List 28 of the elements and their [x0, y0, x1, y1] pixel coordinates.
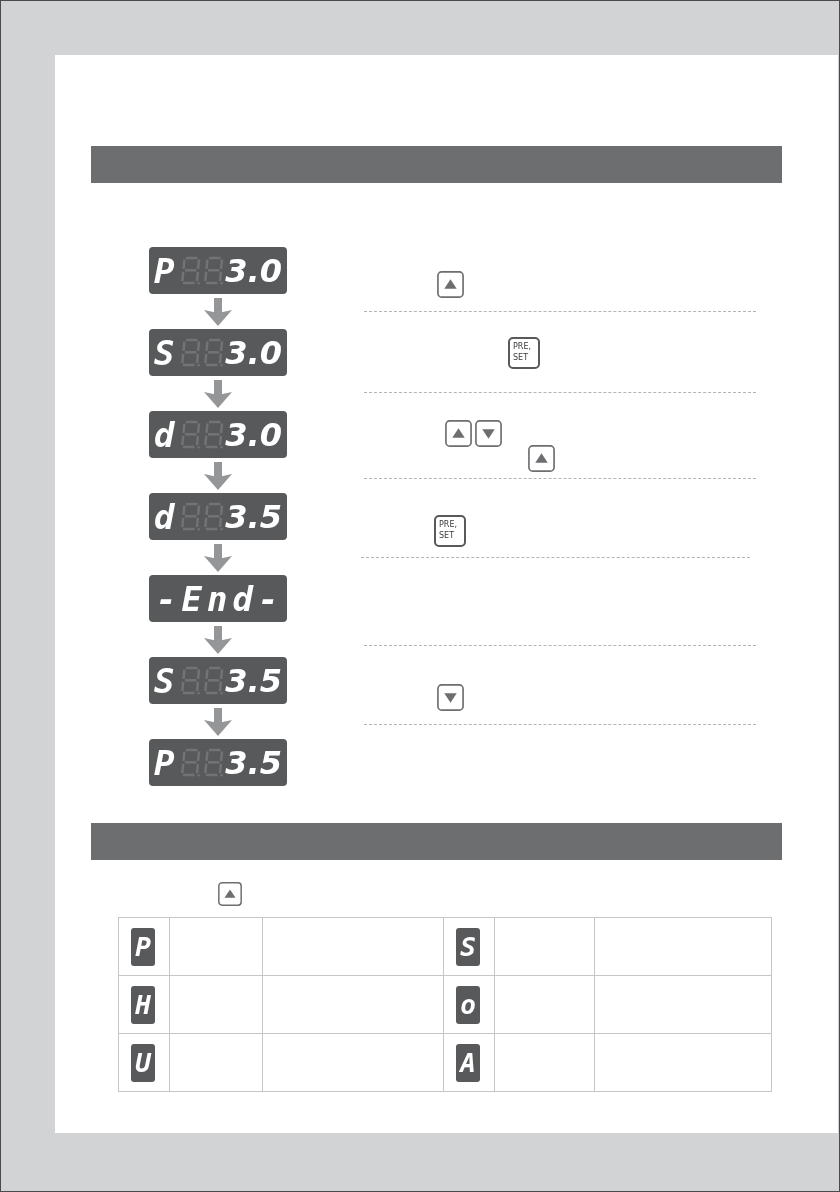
display-reading: 3.5: [225, 664, 283, 697]
seven-segment-display: [149, 739, 287, 786]
display-reading: -End-: [156, 581, 285, 616]
seven-segment-display: [149, 493, 287, 540]
seven-segment-display: [149, 411, 287, 458]
digit-display: U: [131, 1043, 155, 1082]
preset-key: PRE, SET: [508, 337, 540, 369]
display-reading: S: [154, 663, 176, 698]
digit-display: S: [456, 927, 480, 966]
seven-segment-display: [149, 247, 287, 294]
seven-segment-display: [149, 329, 287, 376]
preset-key: PRE, SET: [434, 515, 466, 547]
display-reading: 3.0: [225, 418, 283, 451]
display-reading: 3.5: [225, 746, 283, 779]
seven-segment-display: [149, 657, 287, 704]
digit-display: P: [131, 927, 155, 966]
display-reading: P: [154, 253, 176, 288]
display-reading: S: [154, 335, 176, 370]
digit-display: o: [456, 985, 480, 1024]
display-reading: P: [154, 745, 176, 780]
display-reading: 3.5: [225, 500, 283, 533]
seven-segment-display: [149, 575, 287, 622]
display-reading: 3.0: [225, 254, 283, 287]
digit-display: H: [131, 985, 155, 1024]
display-reading: d: [154, 417, 176, 452]
display-reading: d: [154, 499, 176, 534]
display-reading: 3.0: [225, 336, 283, 369]
digit-display: A: [456, 1043, 480, 1082]
